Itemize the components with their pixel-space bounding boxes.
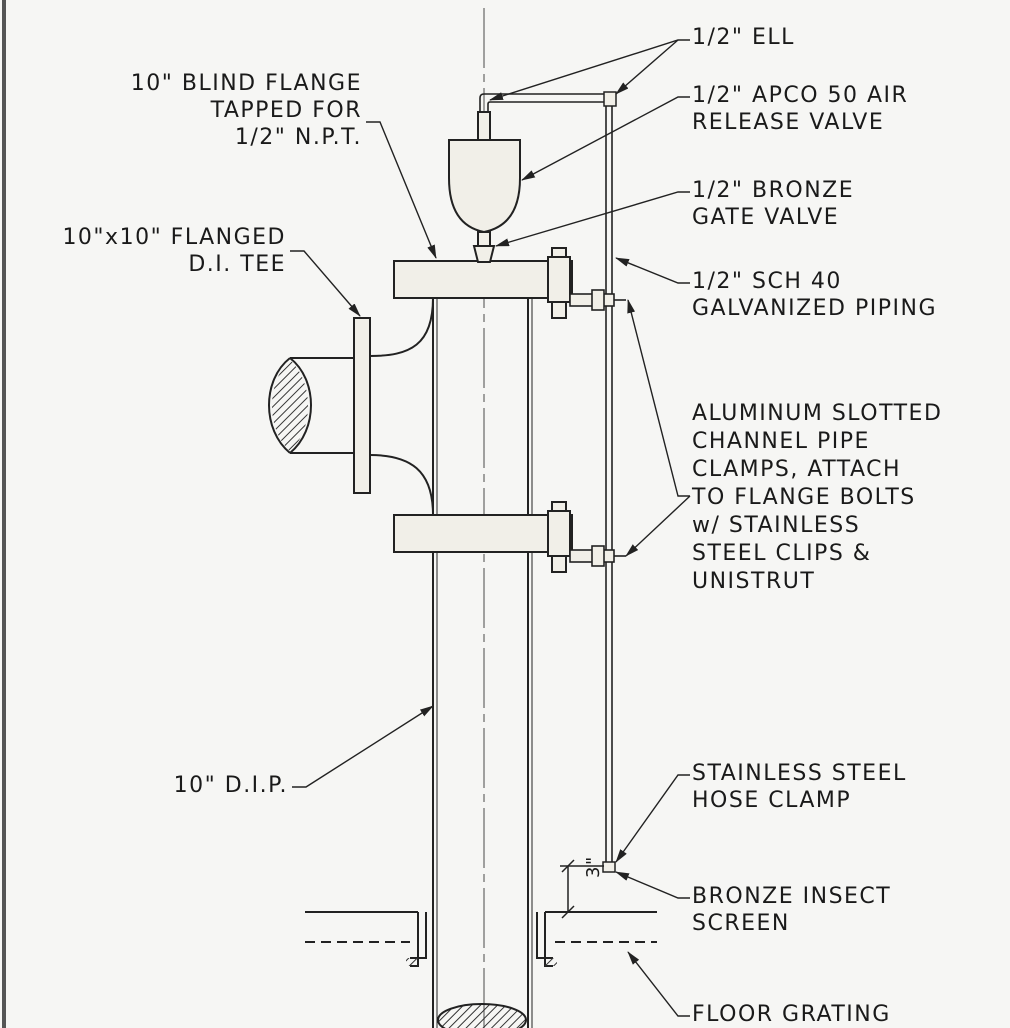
label-insect-screen: BRONZE INSECT SCREEN xyxy=(692,884,892,936)
floor-grating xyxy=(305,911,657,967)
label-galvanized-piping: 1/2" SCH 40 GALVANIZED PIPING xyxy=(692,269,937,321)
ell-fitting xyxy=(603,91,617,107)
label-air-release-valve: 1/2" APCO 50 AIR RELEASE VALVE xyxy=(692,83,909,135)
label-blind-flange: 10" BLIND FLANGE TAPPED FOR 1/2" N.P.T. xyxy=(130,71,362,150)
air-release-valve xyxy=(448,111,521,263)
branch-cut-hatch xyxy=(272,360,308,451)
label-floor-grating: FLOOR GRATING xyxy=(692,1002,891,1027)
label-pipe-clamps: ALUMINUM SLOTTED CHANNEL PIPE CLAMPS, AT… xyxy=(692,401,943,594)
grating-cut-hatch xyxy=(406,958,418,966)
label-ell: 1/2" ELL xyxy=(692,25,795,50)
pipe-clamps xyxy=(569,289,626,567)
leader-lines xyxy=(290,39,691,1017)
label-gate-valve: 1/2" BRONZE GATE VALVE xyxy=(692,178,855,230)
pipe-cut-hatch-bottom xyxy=(437,1003,527,1028)
main-dip-pipe xyxy=(432,298,533,1028)
dimension-label-3in: 3" xyxy=(583,855,604,878)
label-hose-clamp: STAINLESS STEEL HOSE CLAMP xyxy=(692,761,907,813)
label-dip: 10" D.I.P. xyxy=(173,773,288,798)
lower-flange xyxy=(393,501,573,573)
dimension-3in xyxy=(560,859,604,919)
grating-cut-hatch-right xyxy=(545,958,557,966)
hose-clamp xyxy=(602,861,616,873)
tee-branch xyxy=(268,297,434,516)
label-flanged-tee: 10"x10" FLANGED D.I. TEE xyxy=(62,225,286,277)
